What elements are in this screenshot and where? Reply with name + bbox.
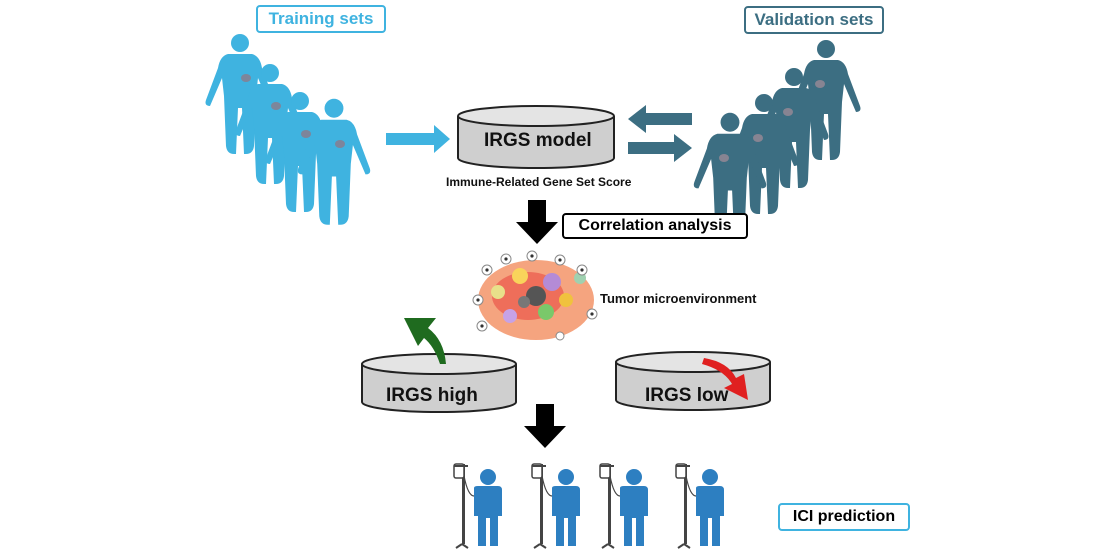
red-down-arrow (702, 358, 748, 400)
ici-prediction-label: ICI prediction (778, 503, 910, 531)
down-arrow-lower (524, 404, 566, 448)
irgs-low-text: IRGS low (645, 385, 729, 406)
correlation-analysis-label: Correlation analysis (562, 213, 748, 239)
ici-prediction-text: ICI prediction (792, 508, 896, 525)
irgs-model-cylinder (457, 105, 615, 169)
patients-group (453, 463, 725, 549)
validation-sets-text: Validation sets (754, 10, 874, 29)
validation-group-icon (693, 40, 861, 239)
training-group-icon (205, 34, 371, 225)
irgs-high-cylinder (361, 353, 517, 413)
training-sets-label: Training sets (256, 5, 386, 33)
down-arrow-upper (516, 200, 558, 244)
validation-right-arrow (628, 134, 692, 162)
training-sets-text: Training sets (268, 9, 374, 28)
tumor-microenvironment-text: Tumor microenvironment (600, 291, 757, 306)
correlation-analysis-text: Correlation analysis (578, 217, 732, 234)
tumor-microenvironment-illustration (472, 250, 598, 341)
training-arrow (386, 125, 450, 153)
validation-left-arrow (628, 105, 692, 133)
irgs-high-text: IRGS high (386, 385, 478, 406)
validation-sets-label: Validation sets (744, 6, 884, 34)
irgs-full-name-text: Immune-Related Gene Set Score (446, 175, 632, 189)
green-up-arrow (404, 318, 446, 364)
irgs-model-text: IRGS model (484, 130, 592, 151)
